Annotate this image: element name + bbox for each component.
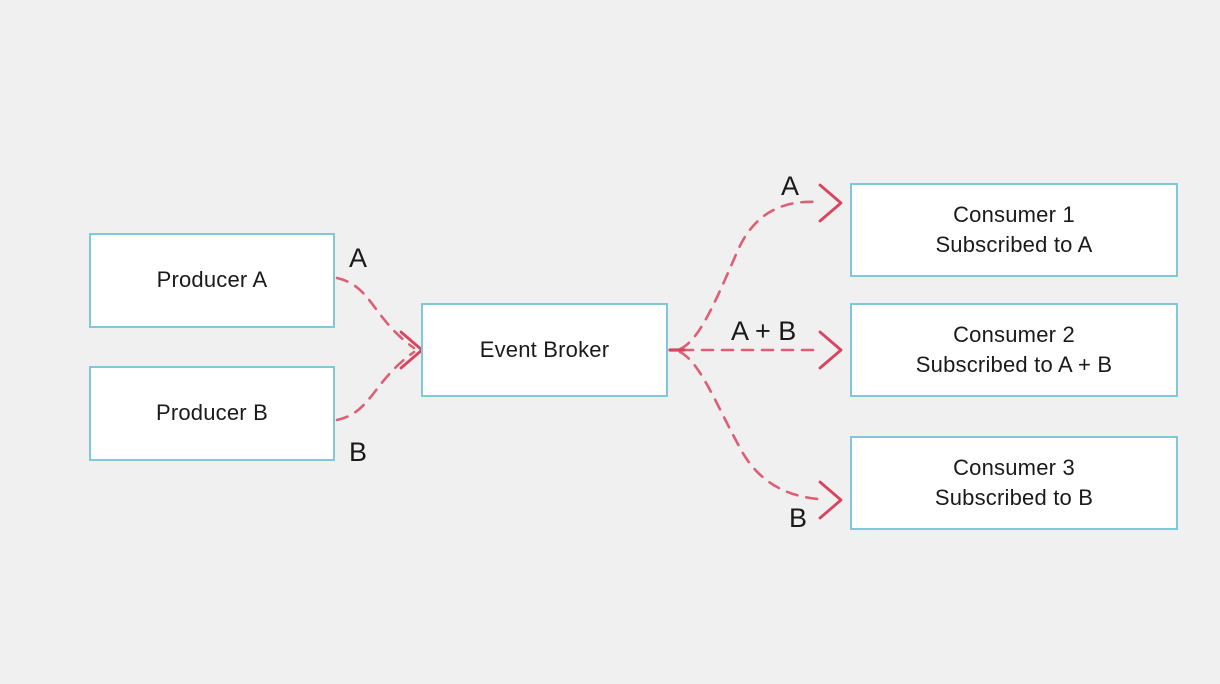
node-producer-a[interactable]: Producer A <box>89 233 335 328</box>
edge-label-consumer-2: A + B <box>731 316 797 346</box>
edge-broker-to-consumer-3 <box>678 350 820 501</box>
node-consumer-2[interactable]: Consumer 2 Subscribed to A + B <box>850 303 1178 397</box>
arrowhead-into-broker <box>399 330 424 370</box>
arrowhead-consumer-2 <box>818 330 843 370</box>
edge-label-consumer-1: A <box>781 171 800 201</box>
node-consumer-1[interactable]: Consumer 1 Subscribed to A <box>850 183 1178 277</box>
edge-label-producer-b: B <box>349 437 368 467</box>
edge-label-consumer-3: B <box>789 503 808 533</box>
node-producer-b-label: Producer B <box>155 400 269 426</box>
edge-label-producer-a: A <box>349 243 368 273</box>
node-consumer-3[interactable]: Consumer 3 Subscribed to B <box>850 436 1178 530</box>
node-event-broker[interactable]: Event Broker <box>421 303 668 397</box>
node-consumer-3-label: Consumer 3 Subscribed to B <box>934 454 1094 510</box>
node-event-broker-label: Event Broker <box>479 336 610 362</box>
node-producer-b[interactable]: Producer B <box>89 366 335 461</box>
node-consumer-2-label: Consumer 2 Subscribed to A + B <box>915 321 1113 377</box>
arrowhead-consumer-1 <box>818 183 843 223</box>
node-producer-a-label: Producer A <box>156 267 268 293</box>
edge-producer-a-to-broker <box>335 276 416 350</box>
node-consumer-1-label: Consumer 1 Subscribed to A <box>935 201 1093 257</box>
edge-producer-b-to-broker <box>335 350 416 422</box>
arrowhead-consumer-3 <box>818 480 843 520</box>
